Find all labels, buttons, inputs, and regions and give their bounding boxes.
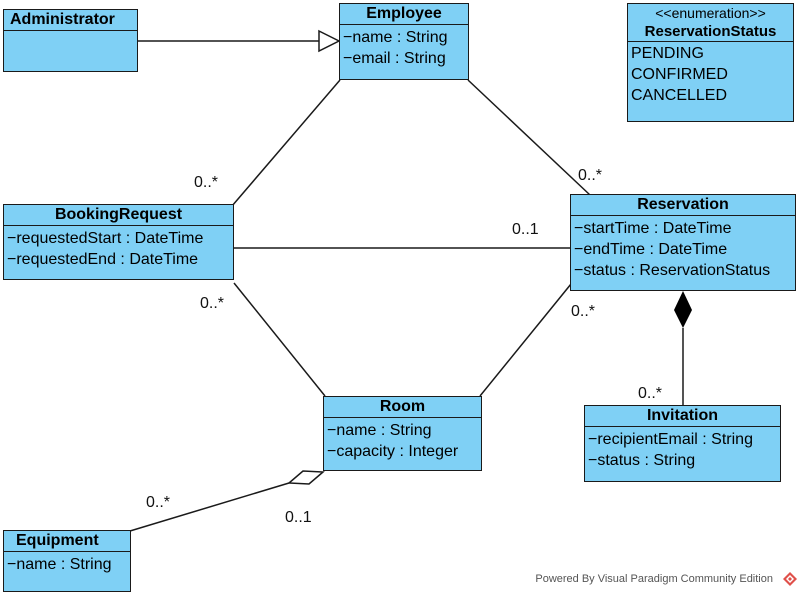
reservation-class-name: Reservation [571, 195, 795, 216]
visual-paradigm-logo-icon [783, 572, 797, 586]
employee-class[interactable]: Employee −name : String −email : String [339, 3, 469, 80]
employee-attr-email: −email : String [343, 50, 446, 67]
invitation-attr-status: −status : String [588, 452, 696, 469]
association-employee-reservation [467, 79, 591, 196]
room-attr-capacity: −capacity : Integer [327, 443, 459, 460]
multiplicity-reservation-employee: 0..* [578, 167, 603, 184]
enum-name: ReservationStatus [628, 22, 793, 42]
bookingrequest-attr-requestedend: −requestedEnd : DateTime [7, 251, 199, 268]
footer-text: Powered By Visual Paradigm Community Edi… [535, 573, 773, 585]
reservation-attr-status: −status : ReservationStatus [574, 262, 771, 279]
reservation-attr-endtime: −endTime : DateTime [574, 241, 728, 258]
aggregation-line [129, 482, 290, 532]
equipment-attr-name: −name : String [7, 556, 112, 573]
multiplicity-reservation-room: 0..* [571, 303, 596, 320]
bookingrequest-class-name: BookingRequest [4, 205, 233, 226]
administrator-class-name: Administrator [4, 10, 137, 31]
invitation-class[interactable]: Invitation −recipientEmail : String −sta… [584, 405, 781, 482]
composition-diamond [674, 291, 692, 328]
room-attr-name: −name : String [327, 422, 432, 439]
bookingrequest-class[interactable]: BookingRequest −requestedStart : DateTim… [3, 204, 234, 280]
association-employee-bookingrequest [231, 79, 341, 207]
enum-literal-cancelled: CANCELLED [631, 87, 728, 104]
multiplicity-booking-reservation: 0..1 [512, 221, 539, 238]
reservation-class[interactable]: Reservation −startTime : DateTime −endTi… [570, 194, 796, 291]
employee-attr-name: −name : String [343, 29, 448, 46]
reservation-status-enum[interactable]: <<enumeration>> ReservationStatus PENDIN… [627, 3, 794, 122]
room-class[interactable]: Room −name : String −capacity : Integer [323, 396, 482, 471]
aggregation-diamond [287, 470, 325, 485]
enum-stereotype: <<enumeration>> [655, 5, 766, 21]
enum-literal-confirmed: CONFIRMED [631, 66, 728, 83]
association-reservation-room [479, 283, 572, 397]
association-bookingrequest-room [233, 282, 326, 397]
generalization-arrowhead [318, 29, 341, 53]
room-class-name: Room [324, 397, 481, 418]
invitation-attr-recipientemail: −recipientEmail : String [588, 431, 753, 448]
enum-literal-pending: PENDING [631, 45, 704, 62]
invitation-class-name: Invitation [585, 406, 780, 427]
reservation-attr-starttime: −startTime : DateTime [574, 220, 732, 237]
multiplicity-room-equipment: 0..1 [285, 509, 312, 526]
multiplicity-equipment-room: 0..* [146, 494, 171, 511]
employee-class-name: Employee [340, 4, 468, 25]
bookingrequest-attr-requestedstart: −requestedStart : DateTime [7, 230, 204, 247]
multiplicity-invitation-reservation: 0..* [638, 385, 663, 402]
equipment-class[interactable]: Equipment −name : String [3, 530, 131, 592]
multiplicity-booking-employee: 0..* [194, 174, 219, 191]
equipment-class-name: Equipment [4, 531, 130, 552]
multiplicity-booking-room: 0..* [200, 295, 225, 312]
administrator-class[interactable]: Administrator [3, 9, 138, 72]
